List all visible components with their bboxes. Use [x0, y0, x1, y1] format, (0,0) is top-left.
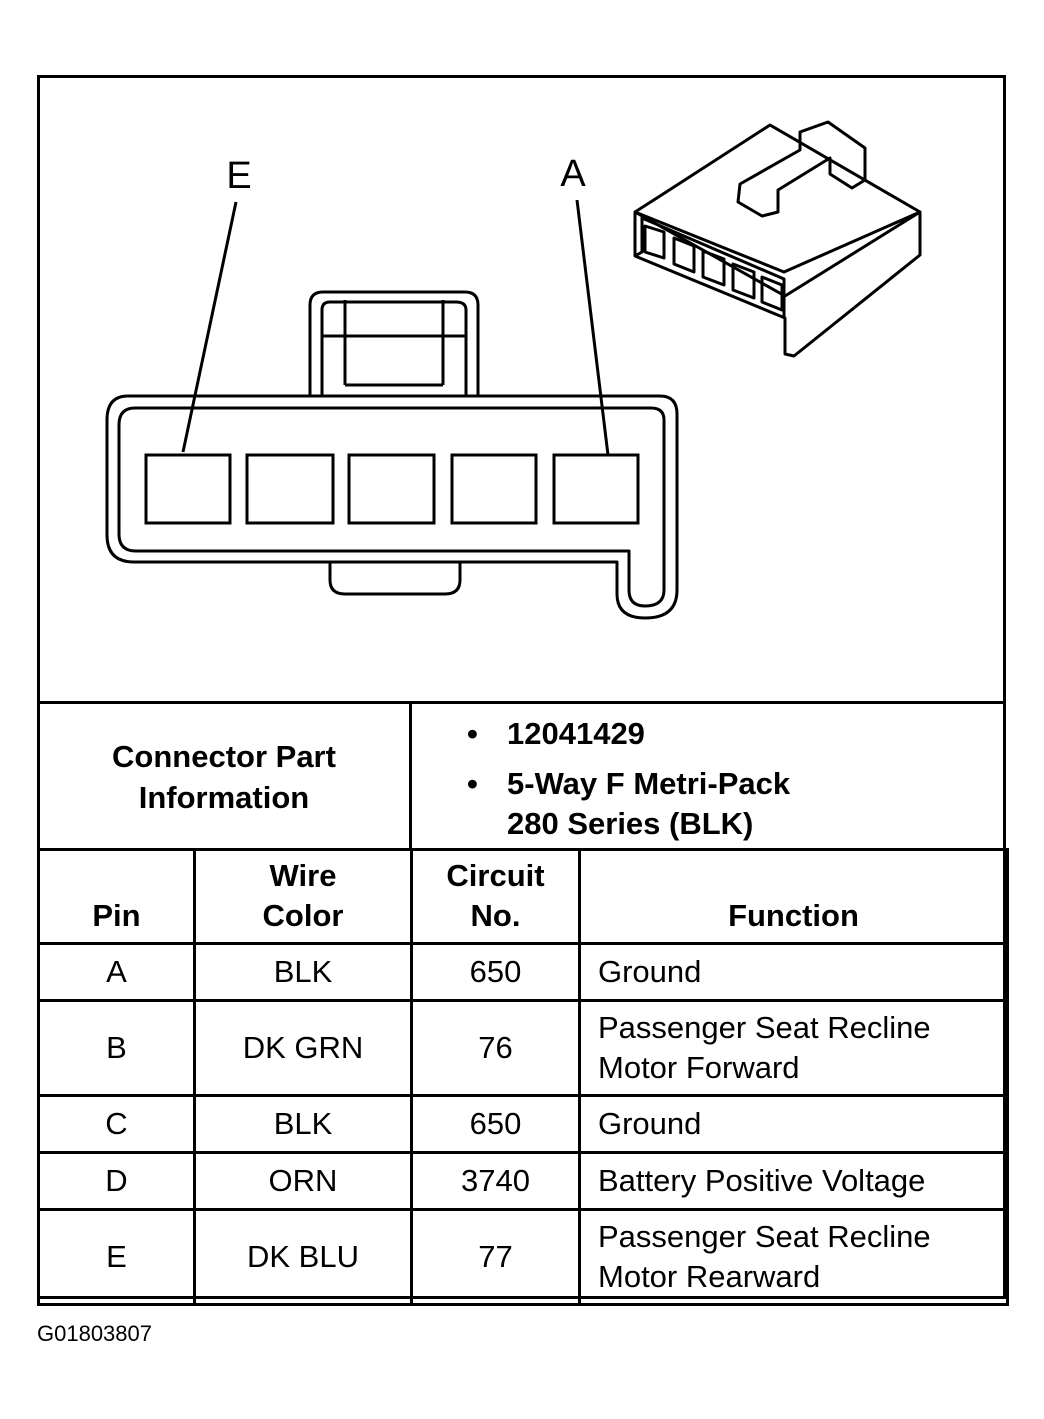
part-number: 12041429	[507, 716, 645, 751]
cell-function: Battery Positive Voltage	[578, 1151, 1009, 1211]
bullet-icon: •	[467, 766, 478, 801]
table-row: B DK GRN 76 Passenger Seat Recline Motor…	[37, 999, 1009, 1097]
cell-wire-color: BLK	[193, 1094, 413, 1154]
cavity-a	[552, 453, 640, 525]
bottom-key	[328, 562, 462, 596]
cell-pin: B	[37, 999, 196, 1097]
description-line1: 5-Way F Metri-Pack	[507, 766, 791, 801]
table-row: E DK BLU 77 Passenger Seat Recline Motor…	[37, 1208, 1009, 1306]
table-header-row: Pin Wire Color Circuit No. Function	[37, 848, 1009, 945]
cell-function: Ground	[578, 1094, 1009, 1154]
cell-wire-color: BLK	[193, 942, 413, 1002]
connector-body-inner	[117, 406, 666, 608]
cell-pin: E	[37, 1208, 196, 1306]
iso-top-edge	[634, 123, 921, 214]
iso-latch	[736, 120, 867, 218]
cell-wire-color: DK BLU	[193, 1208, 413, 1306]
table-row: A BLK 650 Ground	[37, 942, 1009, 1002]
cell-circuit: 77	[410, 1208, 581, 1306]
cell-wire-color: DK GRN	[193, 999, 413, 1097]
cell-function: Ground	[578, 942, 1009, 1002]
callout-a-leader	[575, 199, 610, 456]
cell-circuit: 3740	[410, 1151, 581, 1211]
info-label-line2: Information	[138, 779, 310, 815]
cell-wire-color: ORN	[193, 1151, 413, 1211]
info-item-description: • 5-Way F Metri-Pack 280 Series (BLK)	[467, 764, 997, 844]
connector-diagram: E A	[105, 120, 922, 620]
cell-circuit: 650	[410, 1094, 581, 1154]
table-row: C BLK 650 Ground	[37, 1094, 1009, 1154]
connector-part-info: Connector Part Information • 12041429 • …	[37, 701, 1006, 849]
table-row: D ORN 3740 Battery Positive Voltage	[37, 1151, 1009, 1211]
info-item-part-number: • 12041429	[467, 714, 997, 754]
connector-body-outer	[105, 394, 679, 620]
cell-circuit: 76	[410, 999, 581, 1097]
pin-table: Pin Wire Color Circuit No. Function A BL…	[37, 848, 1009, 1306]
locking-tab-inner	[320, 300, 468, 395]
iso-top-front-edge	[634, 210, 921, 274]
connector-isometric	[633, 120, 922, 358]
header-circuit-no: Circuit No.	[410, 848, 581, 945]
connector-part-info-label: Connector Part Information	[37, 704, 411, 849]
cell-function: Passenger Seat Recline Motor Rearward	[578, 1208, 1009, 1306]
cell-pin: D	[37, 1151, 196, 1211]
cell-pin: C	[37, 1094, 196, 1154]
cell-pin: A	[37, 942, 196, 1002]
cavity-d	[245, 453, 335, 525]
cell-circuit: 650	[410, 942, 581, 1002]
cavity-e	[144, 453, 232, 525]
info-label-line1: Connector Part	[112, 738, 336, 774]
bullet-icon: •	[467, 716, 478, 751]
cavity-b	[450, 453, 538, 525]
callout-e-label: E	[226, 155, 251, 197]
figure-id: G01803807	[37, 1321, 152, 1346]
cell-function: Passenger Seat Recline Motor Forward	[578, 999, 1009, 1097]
connector-face	[105, 290, 679, 620]
header-wire-color: Wire Color	[193, 848, 413, 945]
description-line2: 280 Series (BLK)	[507, 806, 754, 841]
header-pin: Pin	[37, 848, 196, 945]
cavity-c	[347, 453, 436, 525]
pin-cavities	[144, 453, 640, 525]
callout-a-label: A	[560, 153, 586, 195]
info-list: • 12041429 • 5-Way F Metri-Pack 280 Seri…	[467, 714, 997, 854]
locking-tab-outer	[308, 290, 480, 395]
callout-e-leader	[181, 201, 238, 453]
header-function: Function	[578, 848, 1009, 945]
iso-front	[633, 210, 922, 358]
info-divider	[409, 704, 412, 849]
